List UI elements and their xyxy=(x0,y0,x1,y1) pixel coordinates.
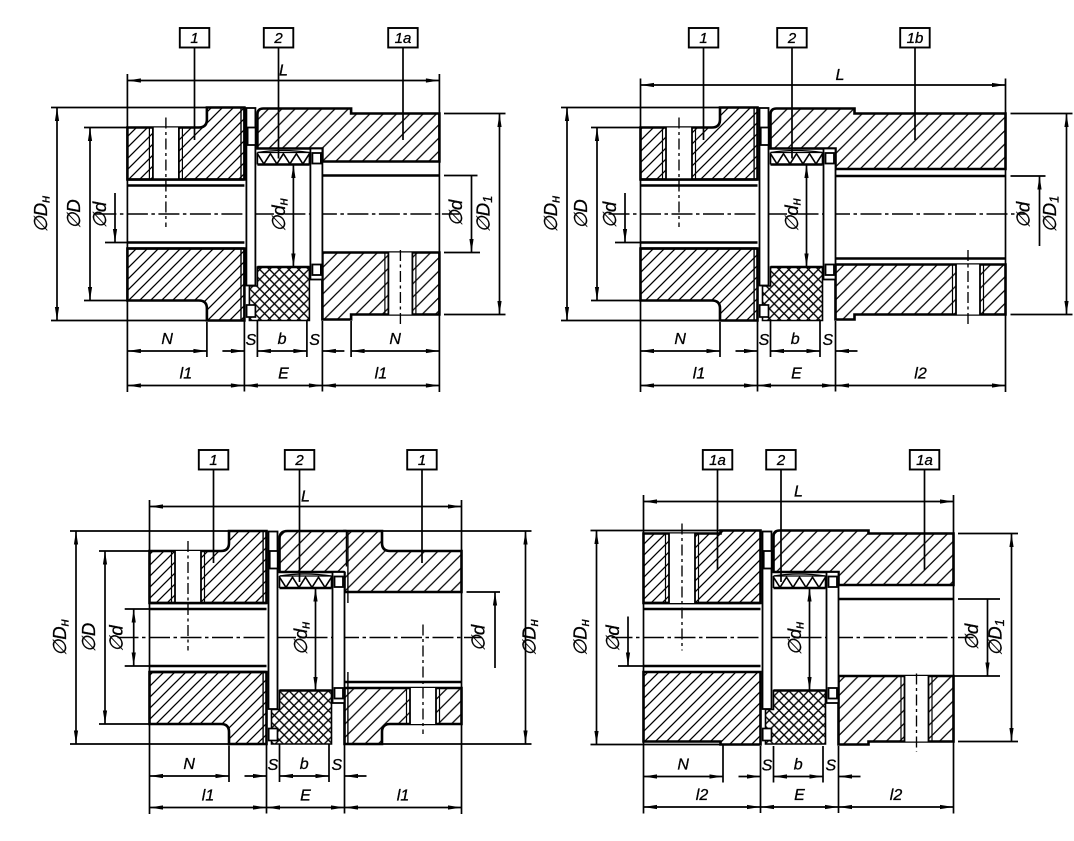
svg-text:1: 1 xyxy=(209,452,217,469)
svg-text:1a: 1a xyxy=(709,452,726,469)
svg-text:l1: l1 xyxy=(180,366,192,383)
svg-text:L: L xyxy=(794,484,803,501)
svg-text:∅D1: ∅D1 xyxy=(473,196,496,233)
svg-text:∅Dн: ∅Dн xyxy=(30,196,53,233)
svg-text:1a: 1a xyxy=(395,30,412,47)
svg-text:S: S xyxy=(246,332,257,349)
svg-text:b: b xyxy=(794,757,803,774)
svg-text:l2: l2 xyxy=(696,787,709,804)
svg-text:N: N xyxy=(677,757,689,774)
svg-text:∅dн: ∅dн xyxy=(784,622,807,656)
svg-text:l2: l2 xyxy=(890,787,903,804)
svg-text:l1: l1 xyxy=(375,366,387,383)
svg-text:b: b xyxy=(791,331,800,348)
svg-text:∅D: ∅D xyxy=(78,623,99,652)
svg-text:∅dн: ∅dн xyxy=(781,198,804,232)
svg-text:∅Dн: ∅Dн xyxy=(540,196,563,233)
svg-text:l2: l2 xyxy=(914,366,927,383)
svg-text:N: N xyxy=(161,331,173,348)
svg-text:2: 2 xyxy=(787,30,797,47)
svg-text:∅d: ∅d xyxy=(89,201,110,228)
svg-text:∅Dн: ∅Dн xyxy=(519,619,542,656)
svg-text:∅Dн: ∅Dн xyxy=(570,619,593,656)
svg-text:∅D1: ∅D1 xyxy=(985,619,1008,656)
svg-text:∅dн: ∅dн xyxy=(290,622,313,656)
svg-text:∅d: ∅d xyxy=(602,625,623,652)
svg-text:S: S xyxy=(825,758,836,775)
svg-text:2: 2 xyxy=(273,30,283,47)
svg-text:S: S xyxy=(331,757,342,774)
svg-text:1a: 1a xyxy=(916,452,933,469)
svg-text:∅d: ∅d xyxy=(599,201,620,228)
svg-text:S: S xyxy=(762,758,773,775)
svg-text:l1: l1 xyxy=(693,366,705,383)
svg-text:1: 1 xyxy=(699,30,707,47)
svg-text:1: 1 xyxy=(190,30,198,47)
svg-text:∅D1: ∅D1 xyxy=(1039,196,1062,233)
svg-text:∅D: ∅D xyxy=(63,199,84,228)
svg-text:S: S xyxy=(268,757,279,774)
svg-text:1: 1 xyxy=(418,452,426,469)
svg-text:b: b xyxy=(300,756,309,773)
svg-text:E: E xyxy=(278,366,289,383)
svg-text:2: 2 xyxy=(294,452,304,469)
svg-text:E: E xyxy=(791,366,802,383)
svg-text:∅d: ∅d xyxy=(961,623,982,650)
svg-text:l1: l1 xyxy=(202,788,214,805)
svg-text:2: 2 xyxy=(776,452,786,469)
svg-text:E: E xyxy=(794,787,805,804)
svg-text:L: L xyxy=(301,489,310,506)
svg-text:b: b xyxy=(278,331,287,348)
svg-text:∅d: ∅d xyxy=(445,199,466,226)
svg-text:N: N xyxy=(183,756,195,773)
svg-text:N: N xyxy=(389,331,401,348)
svg-text:1b: 1b xyxy=(907,30,924,47)
svg-text:S: S xyxy=(309,332,320,349)
svg-text:∅d: ∅d xyxy=(468,624,489,651)
svg-text:S: S xyxy=(759,332,770,349)
svg-text:E: E xyxy=(300,788,311,805)
svg-text:∅d: ∅d xyxy=(106,625,127,652)
svg-text:S: S xyxy=(822,332,833,349)
svg-text:L: L xyxy=(836,67,845,84)
svg-text:l1: l1 xyxy=(397,788,409,805)
svg-text:∅d: ∅d xyxy=(1013,201,1034,228)
svg-text:L: L xyxy=(279,63,288,80)
svg-text:∅Dн: ∅Dн xyxy=(49,619,72,656)
svg-text:∅dн: ∅dн xyxy=(268,198,291,232)
svg-text:∅D: ∅D xyxy=(570,199,591,228)
svg-text:N: N xyxy=(674,331,686,348)
